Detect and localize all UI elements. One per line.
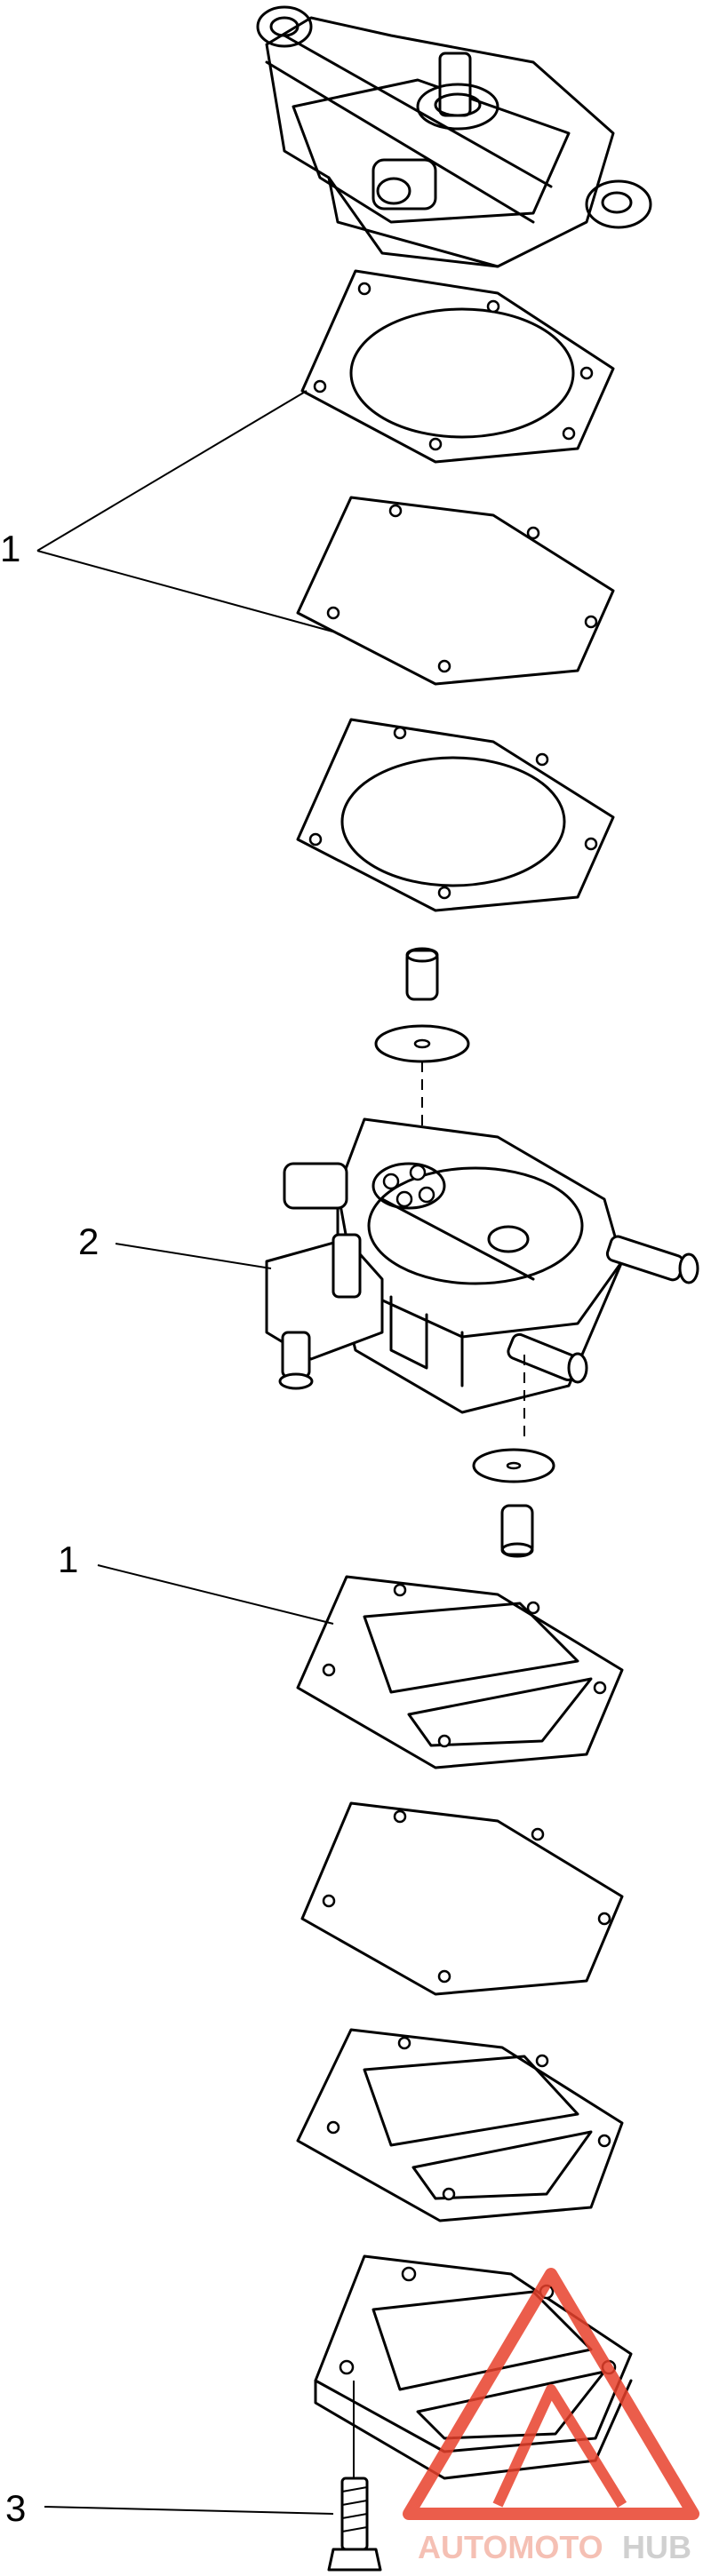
watermark-text-auto: AUTOMOTO (418, 2529, 603, 2565)
pump-top-housing (256, 5, 652, 268)
gasket-ring-upper-1 (300, 269, 615, 464)
diaphragm-lower (300, 1801, 624, 1996)
check-valve-upper (374, 947, 470, 1146)
leader-lines (36, 390, 337, 2515)
gasket-split-lower-1 (296, 1575, 624, 1769)
watermark-triangle-icon (403, 2268, 699, 2520)
fuel-pump-body (265, 1117, 699, 1414)
cover-screw (327, 2381, 382, 2572)
callout-2: 2 (78, 1220, 99, 1262)
callout-1-lower: 1 (58, 1538, 78, 1580)
watermark-text-hub: HUB (622, 2529, 691, 2565)
check-valve-lower (472, 1355, 555, 1558)
callout-1-upper: 1 (0, 528, 20, 569)
pump-bottom-cover (314, 2254, 633, 2480)
gasket-split-lower-2 (296, 2028, 624, 2222)
diaphragm-upper (296, 496, 615, 686)
gasket-ring-upper-2 (296, 718, 615, 912)
watermark-logo: AUTOMOTO HUB (403, 2268, 699, 2565)
callout-3: 3 (5, 2487, 26, 2529)
